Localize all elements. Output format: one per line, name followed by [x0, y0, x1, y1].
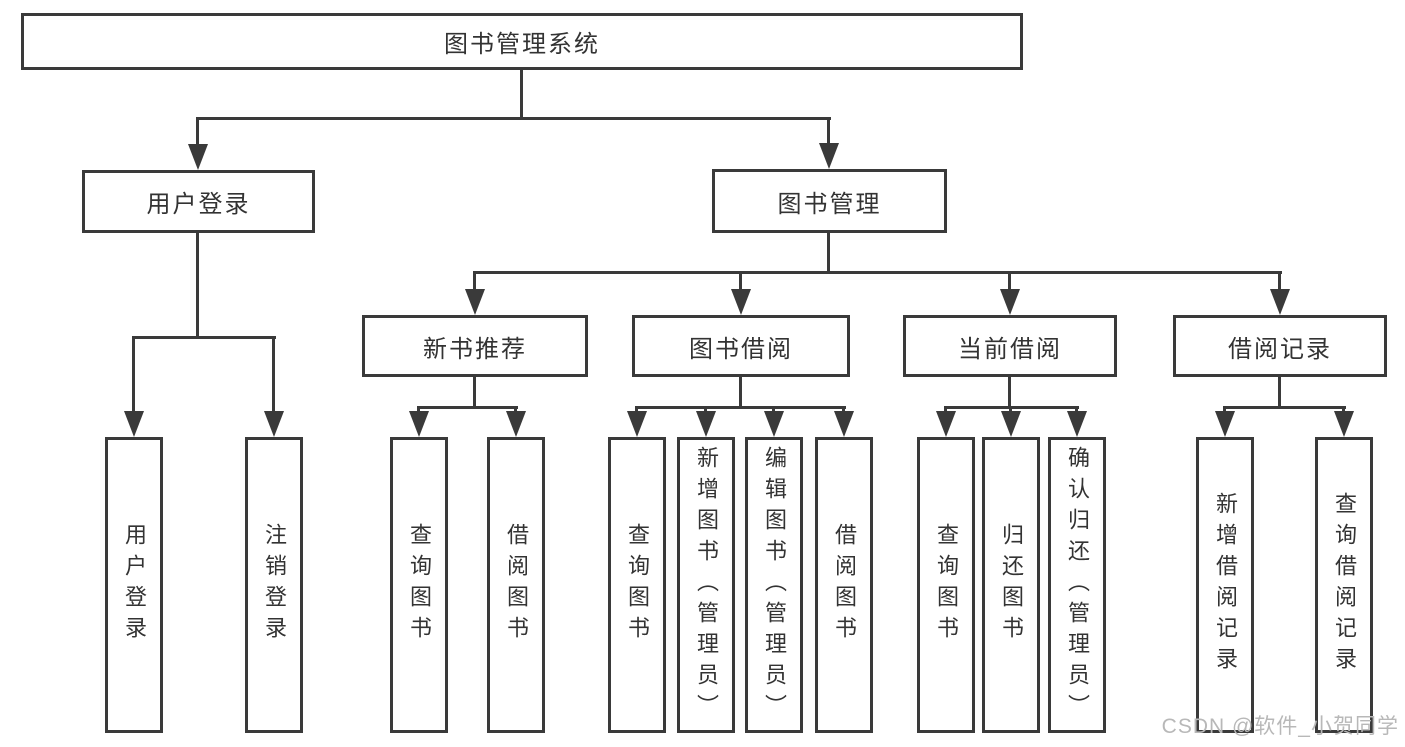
connector-vline [635, 406, 638, 414]
connector-vline [1223, 406, 1226, 414]
node-current-borrowing: 当前借阅 [903, 315, 1117, 377]
connector-vline [842, 406, 845, 414]
leaf-borrow-books-borrowing: 借阅图书 [815, 437, 873, 733]
connector-vline [520, 70, 523, 120]
connector-hline [197, 117, 831, 120]
connector-vline [473, 271, 476, 291]
leaf-confirm-return-admin-label: 确认归还（管理员） [1065, 445, 1090, 725]
leaf-user-login-label: 用户登录 [122, 523, 147, 647]
arrow-down-icon [1001, 411, 1021, 437]
leaf-query-books-borrowing: 查询图书 [608, 437, 666, 733]
arrow-down-icon [764, 411, 784, 437]
connector-vline [1075, 406, 1078, 414]
connector-vline [739, 377, 742, 408]
node-new-book-recommend: 新书推荐 [362, 315, 588, 377]
connector-vline [272, 336, 275, 414]
arrow-down-icon [834, 411, 854, 437]
node-book-management-label: 图书管理 [777, 190, 882, 218]
arrow-down-icon [627, 411, 647, 437]
leaf-borrow-books-recommend: 借阅图书 [487, 437, 545, 733]
connector-vline [944, 406, 947, 414]
connector-vline [1342, 406, 1345, 414]
leaf-query-books-recommend-label: 查询图书 [407, 523, 432, 647]
leaf-confirm-return-admin: 确认归还（管理员） [1048, 437, 1106, 733]
leaf-return-book: 归还图书 [982, 437, 1040, 733]
connector-hline [132, 336, 276, 339]
leaf-borrow-books-recommend-label: 借阅图书 [504, 523, 529, 647]
connector-vline [473, 377, 476, 408]
leaf-return-book-label: 归还图书 [999, 523, 1024, 647]
node-user-login: 用户登录 [82, 170, 315, 233]
arrow-down-icon [124, 411, 144, 437]
connector-vline [704, 406, 707, 414]
arrow-down-icon [696, 411, 716, 437]
node-root: 图书管理系统 [21, 13, 1023, 70]
connector-vline [772, 406, 775, 414]
arrow-down-icon [409, 411, 429, 437]
leaf-borrow-books-borrowing-label: 借阅图书 [832, 523, 857, 647]
leaf-add-borrow-record: 新增借阅记录 [1196, 437, 1254, 733]
node-user-login-label: 用户登录 [146, 191, 251, 218]
leaf-query-borrow-record-label: 查询借阅记录 [1332, 492, 1357, 678]
node-book-borrowing-label: 图书借阅 [689, 335, 793, 363]
connector-hline [417, 406, 518, 409]
arrow-down-icon [188, 144, 208, 170]
connector-vline [1009, 406, 1012, 414]
connector-hline [473, 271, 1282, 274]
arrow-down-icon [1270, 289, 1290, 315]
csdn-watermark: CSDN @软件_小贺同学 [1161, 715, 1399, 738]
leaf-logout-label: 注销登录 [262, 523, 287, 647]
leaf-add-book-admin-label: 新增图书（管理员） [694, 445, 719, 725]
connector-vline [514, 406, 517, 414]
connector-vline [417, 406, 420, 414]
arrow-down-icon [465, 289, 485, 315]
connector-hline [1223, 406, 1346, 409]
arrow-down-icon [819, 143, 839, 169]
node-new-book-recommend-label: 新书推荐 [423, 335, 527, 363]
leaf-query-books-current-label: 查询图书 [934, 523, 959, 647]
leaf-query-books-recommend: 查询图书 [390, 437, 448, 733]
leaf-user-login: 用户登录 [105, 437, 163, 733]
leaf-add-borrow-record-label: 新增借阅记录 [1213, 492, 1238, 678]
connector-vline [132, 336, 135, 414]
connector-vline [827, 233, 830, 274]
arrow-down-icon [731, 289, 751, 315]
leaf-logout: 注销登录 [245, 437, 303, 733]
leaf-query-books-current: 查询图书 [917, 437, 975, 733]
connector-vline [1008, 271, 1011, 291]
node-borrowing-records: 借阅记录 [1173, 315, 1387, 377]
arrow-down-icon [1334, 411, 1354, 437]
connector-vline [196, 117, 199, 147]
node-current-borrowing-label: 当前借阅 [958, 335, 1062, 363]
node-book-borrowing: 图书借阅 [632, 315, 850, 377]
connector-vline [1008, 377, 1011, 408]
connector-vline [739, 271, 742, 291]
connector-hline [635, 406, 846, 409]
connector-vline [1278, 271, 1281, 291]
leaf-edit-book-admin: 编辑图书（管理员） [745, 437, 803, 733]
node-borrowing-records-label: 借阅记录 [1228, 335, 1332, 363]
node-root-label: 图书管理系统 [444, 31, 600, 58]
connector-vline [196, 233, 199, 339]
leaf-edit-book-admin-label: 编辑图书（管理员） [762, 445, 787, 725]
arrow-down-icon [1067, 411, 1087, 437]
leaf-query-borrow-record: 查询借阅记录 [1315, 437, 1373, 733]
node-book-management: 图书管理 [712, 169, 947, 233]
arrow-down-icon [506, 411, 526, 437]
arrow-down-icon [936, 411, 956, 437]
arrow-down-icon [1000, 289, 1020, 315]
leaf-add-book-admin: 新增图书（管理员） [677, 437, 735, 733]
arrow-down-icon [1215, 411, 1235, 437]
arrow-down-icon [264, 411, 284, 437]
connector-vline [827, 117, 830, 146]
leaf-query-books-borrowing-label: 查询图书 [625, 523, 650, 647]
connector-vline [1278, 377, 1281, 408]
